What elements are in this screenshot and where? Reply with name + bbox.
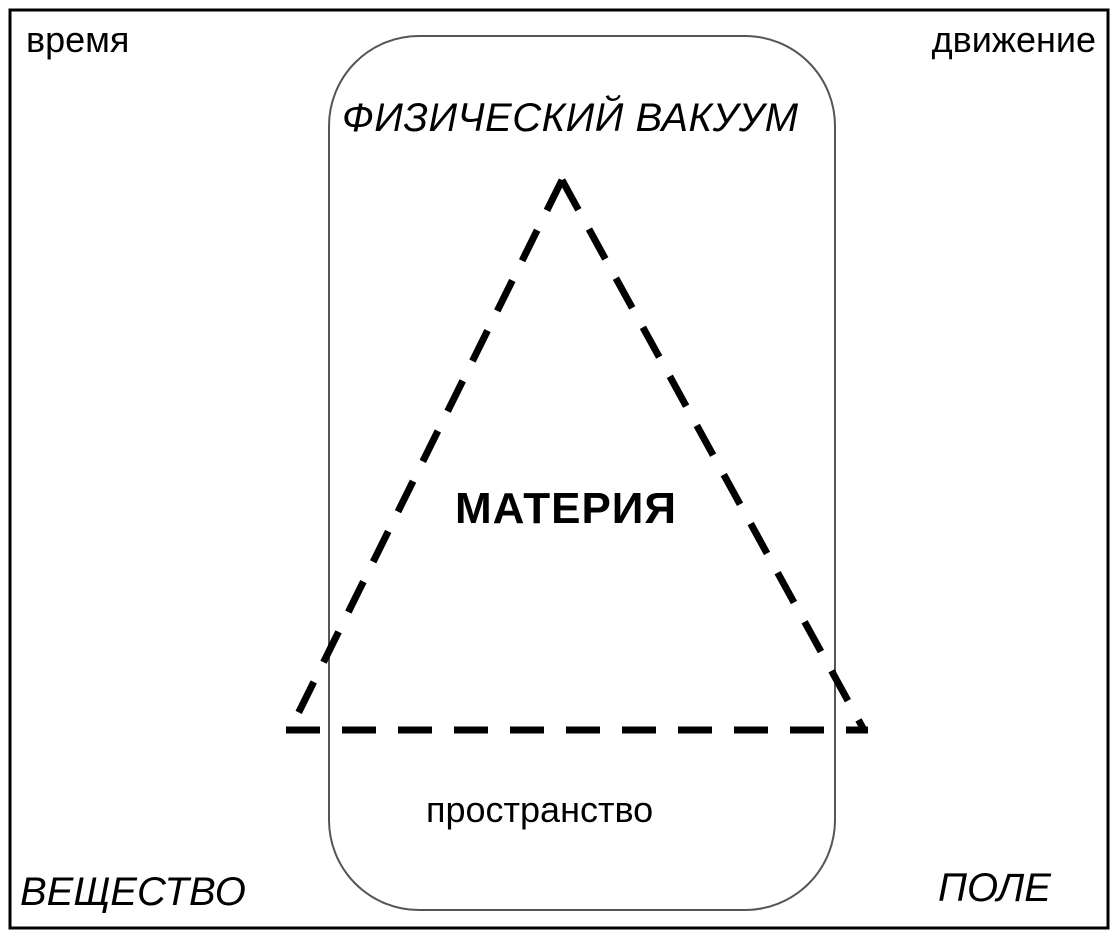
triangle-left-side [286,178,566,732]
time-label: время [26,19,130,60]
vacuum-container [328,35,836,911]
outer-frame [8,8,1110,930]
matter-triangle [286,178,868,734]
motion-label: движение [931,19,1096,60]
matter-label: МАТЕРИЯ [455,484,678,533]
space-label: пространство [426,789,654,830]
triangle-right-side [558,178,868,732]
field-label: ПОЛЕ [938,866,1051,910]
physical-vacuum-label: ФИЗИЧЕСКИЙ ВАКУУМ [342,96,799,140]
substance-label: ВЕЩЕСТВО [20,870,246,914]
